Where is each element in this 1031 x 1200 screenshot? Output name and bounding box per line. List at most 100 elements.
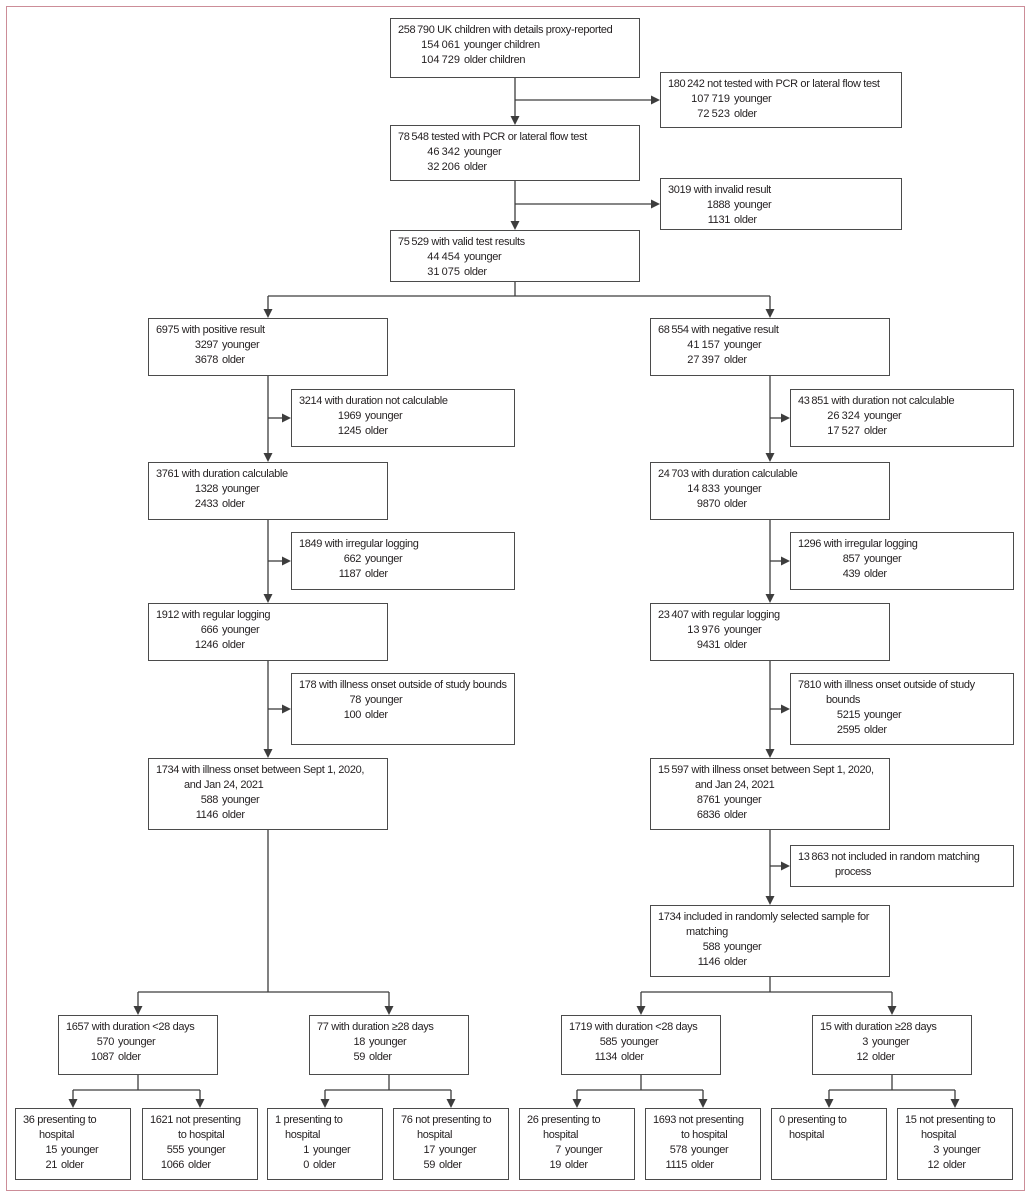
count-value: 32 206 <box>427 161 460 173</box>
count-label: younger <box>222 339 260 351</box>
count-value: 44 454 <box>427 251 460 263</box>
count-label: older <box>864 425 887 437</box>
count-label: older <box>734 214 757 226</box>
arrowhead-icon <box>68 1099 78 1108</box>
count-value: 9431 <box>696 639 720 651</box>
count-value: 59 <box>353 1051 365 1063</box>
count-label: younger <box>369 1036 407 1048</box>
count-label: younger <box>188 1144 226 1156</box>
count-value: 21 <box>45 1159 57 1171</box>
count-label: younger <box>724 624 762 636</box>
box-neg-long-hospital: 0 presenting to hospital <box>771 1108 887 1180</box>
box-main-text: 3214 with duration not calculable <box>299 395 448 407</box>
count-value: 31 075 <box>427 266 460 278</box>
count-value: 8761 <box>696 794 720 806</box>
arrowhead-icon <box>781 861 790 871</box>
count-label: older <box>621 1051 644 1063</box>
count-label: older <box>464 266 487 278</box>
arrowhead-icon <box>133 1006 143 1015</box>
box-main-text: 1 presenting to hospital <box>275 1114 343 1141</box>
count-label: younger <box>691 1144 729 1156</box>
box-main-text: 15 with duration ≥28 days <box>820 1021 937 1033</box>
count-label: younger <box>872 1036 910 1048</box>
count-label: younger <box>943 1144 981 1156</box>
count-value: 1969 <box>337 410 361 422</box>
count-label: older <box>724 639 747 651</box>
count-label: older <box>943 1159 966 1171</box>
count-value: 1 <box>303 1144 309 1156</box>
count-value: 27 397 <box>687 354 720 366</box>
box-matched-sample: 1734 included in randomly selected sampl… <box>650 905 890 977</box>
box-not-tested: 180 242 not tested with PCR or lateral f… <box>660 72 902 128</box>
count-label: older <box>61 1159 84 1171</box>
count-value: 1888 <box>706 199 730 211</box>
arrowhead-icon <box>781 413 790 423</box>
count-value: 2433 <box>194 498 218 510</box>
arrowhead-icon <box>781 704 790 714</box>
count-value: 666 <box>200 624 219 636</box>
count-value: 1066 <box>160 1159 184 1171</box>
count-value: 6836 <box>696 809 720 821</box>
count-label: older <box>734 108 757 120</box>
count-value: 13 976 <box>687 624 720 636</box>
count-value: 0 <box>303 1159 309 1171</box>
box-main-text: 180 242 not tested with PCR or lateral f… <box>668 78 880 90</box>
count-value: 154 061 <box>421 39 460 51</box>
count-label: younger <box>365 694 403 706</box>
box-main-text: 78 548 tested with PCR or lateral flow t… <box>398 131 587 143</box>
count-label: younger <box>222 624 260 636</box>
count-value: 1131 <box>707 214 731 226</box>
count-value: 107 719 <box>691 93 730 105</box>
box-main-text: 43 851 with duration not calculable <box>798 395 955 407</box>
count-value: 1146 <box>697 956 721 968</box>
box-onset-outside-bounds-negative: 7810 with illness onset outside of study… <box>790 673 1014 745</box>
box-main-text: 1693 not presenting to hospital <box>653 1114 744 1141</box>
arrowhead-icon <box>781 556 790 566</box>
count-label: older <box>864 724 887 736</box>
arrowhead-icon <box>572 1099 582 1108</box>
count-label: younger <box>724 483 762 495</box>
count-value: 12 <box>927 1159 939 1171</box>
box-main-text: 7810 with illness onset outside of study… <box>798 679 975 706</box>
box-main-text: 13 863 not included in random matching p… <box>798 851 980 878</box>
count-value: 857 <box>842 553 861 565</box>
box-main-text: 1849 with irregular logging <box>299 538 419 550</box>
box-main-text: 75 529 with valid test results <box>398 236 525 248</box>
count-value: 3 <box>862 1036 868 1048</box>
box-not-in-matching: 13 863 not included in random matching p… <box>790 845 1014 887</box>
arrowhead-icon <box>765 309 775 318</box>
count-value: 72 523 <box>697 108 730 120</box>
count-label: younger <box>864 553 902 565</box>
count-label: younger <box>222 794 260 806</box>
count-label: older <box>365 425 388 437</box>
count-label: older <box>222 498 245 510</box>
arrowhead-icon <box>651 95 660 105</box>
box-main-text: 23 407 with regular logging <box>658 609 780 621</box>
count-value: 1134 <box>594 1051 618 1063</box>
count-value: 1246 <box>194 639 218 651</box>
arrowhead-icon <box>263 594 273 603</box>
count-value: 1146 <box>195 809 219 821</box>
count-label: younger <box>365 553 403 565</box>
